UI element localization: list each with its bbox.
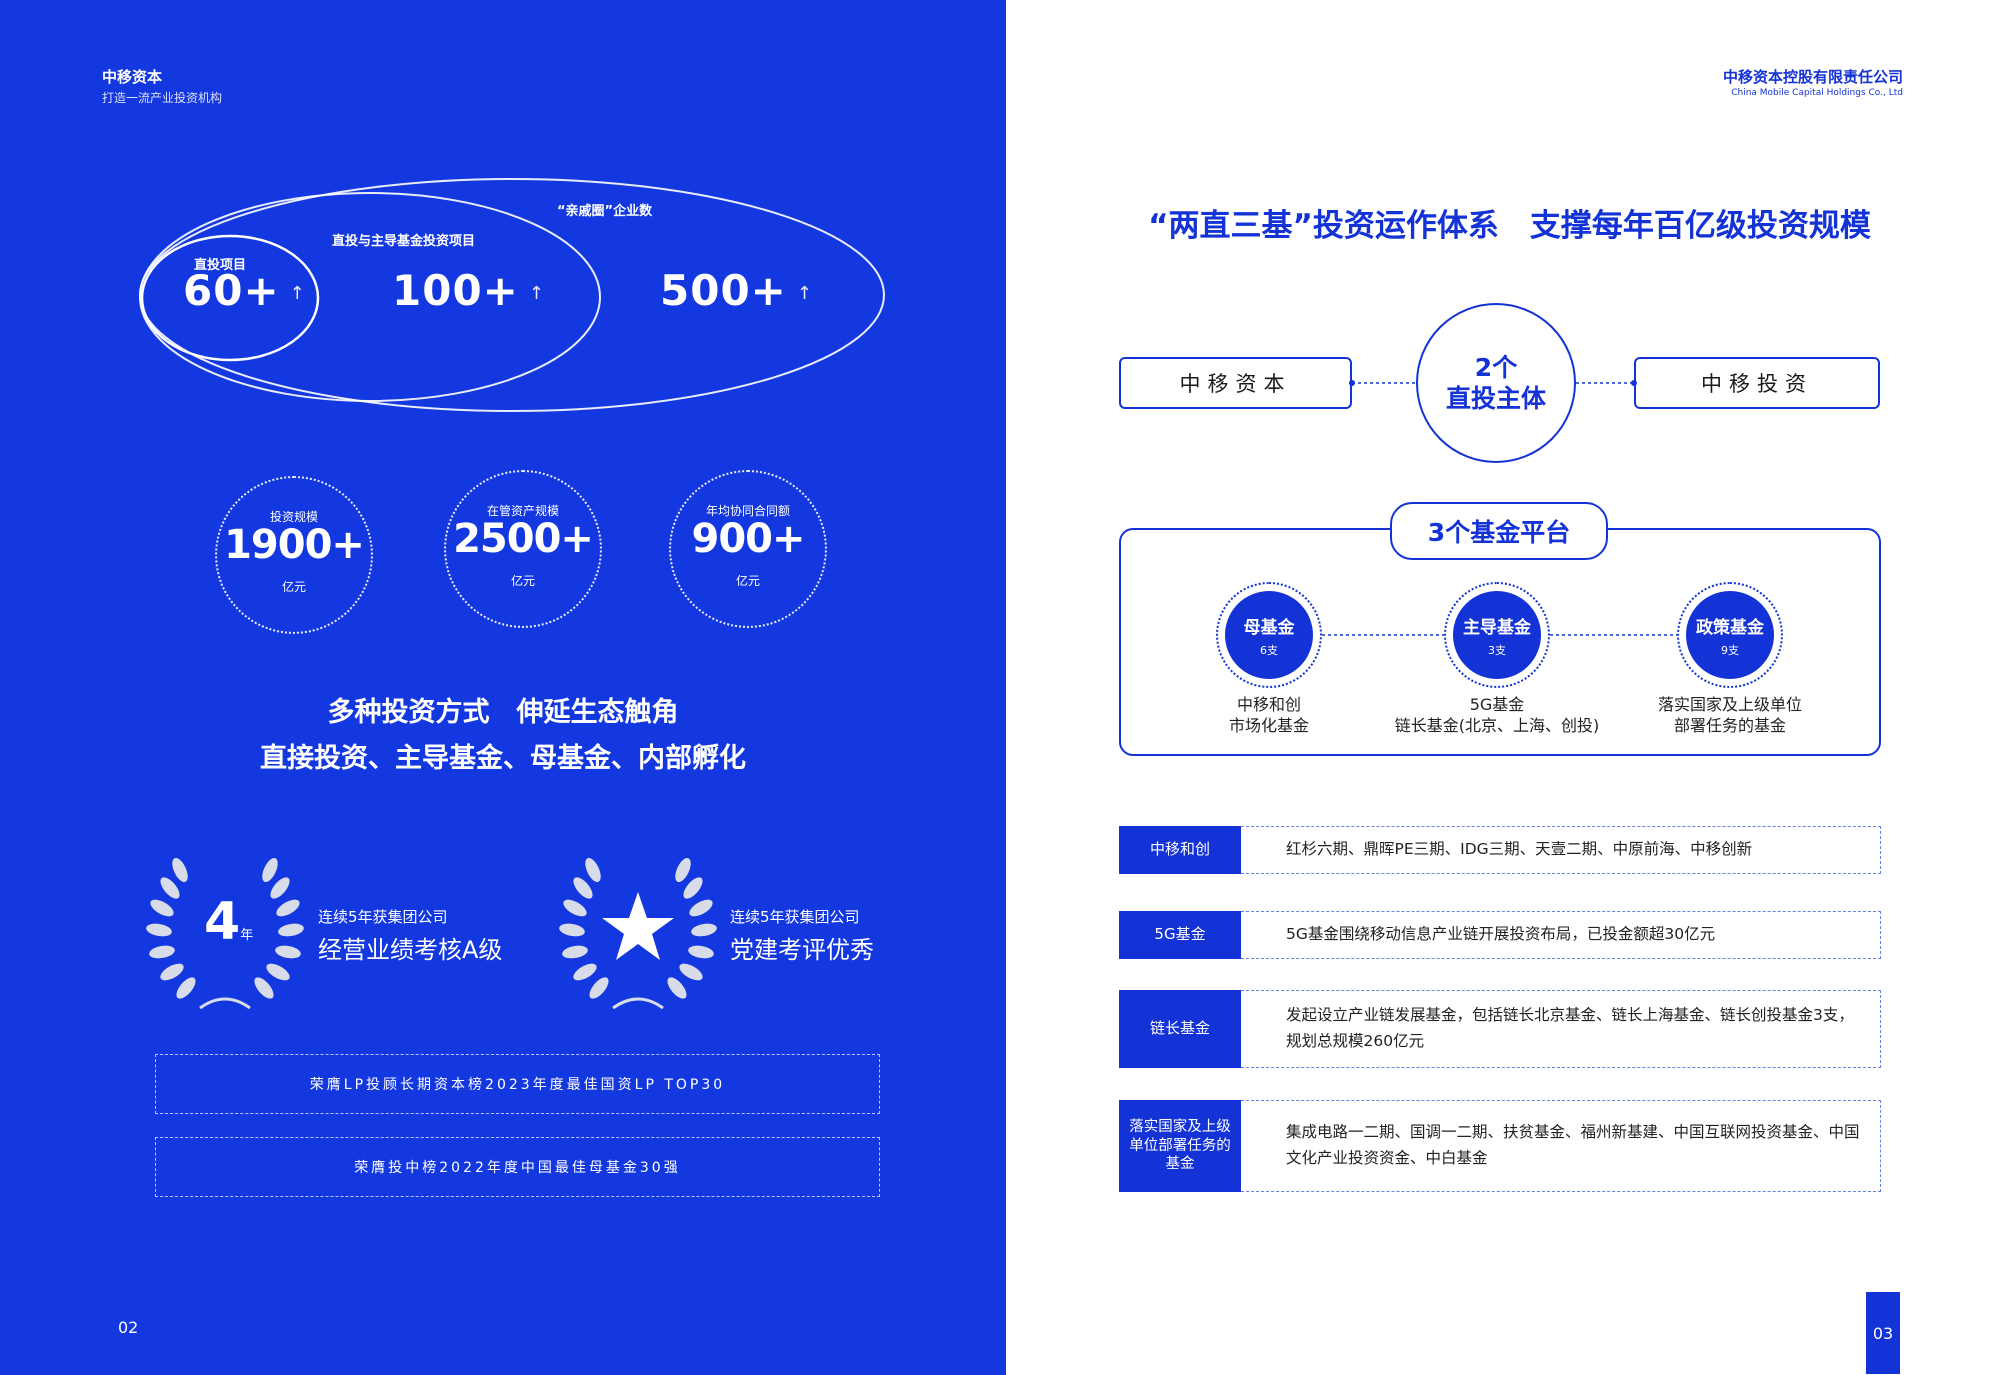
award-2-title: 党建考评优秀 <box>730 936 874 964</box>
ranking-box-2: 荣膺投中榜2022年度中国最佳母基金30强 <box>155 1137 880 1197</box>
stat-aum: 在管资产规模 2500+ 亿元 <box>444 470 602 628</box>
arrow-up-icon: ↑ <box>796 283 813 304</box>
fund-platforms-title: 3个基金平台 <box>1390 502 1608 560</box>
award-1-caption: 连续5年获集团公司 <box>318 908 448 926</box>
stat-label: 投资规模 <box>269 510 318 524</box>
row-text: 红杉六期、鼎晖PE三期、IDG三期、天壹二期、中原前海、中移创新 <box>1241 826 1881 874</box>
direct-entities-label: 直投主体 <box>1445 384 1546 413</box>
ranking-box-1: 荣膺LP投顾长期资本榜2023年度最佳国资LP TOP30 <box>155 1054 880 1114</box>
fund-count: 9支 <box>1721 643 1739 657</box>
left-page: 中移资本 打造一流产业投资机构 “亲戚圈”企业数 直投与主导基金投资项目 直投项… <box>0 0 1006 1375</box>
fund-desc-mother: 中移和创市场化基金 <box>1228 695 1309 735</box>
row-text: 集成电路一二期、国调一二期、扶贫基金、福州新基建、中国互联网投资基金、中国文化产… <box>1241 1100 1881 1192</box>
nested-ellipses-diagram <box>139 178 885 412</box>
direct-entities-count: 2个 <box>1474 352 1518 382</box>
award-1-title: 经营业绩考核A级 <box>318 936 503 964</box>
row-tag: 落实国家及上级单位部署任务的基金 <box>1119 1100 1241 1192</box>
direct-projects-value: 60+↑ <box>183 266 306 315</box>
row-tag: 5G基金 <box>1119 911 1241 959</box>
entity-pill-right: 中移投资 <box>1634 357 1880 409</box>
fund-circle-policy: 政策基金 9支 <box>1677 582 1783 688</box>
fund-projects-value: 100+↑ <box>392 266 545 315</box>
slogan-line-2: 直接投资、主导基金、母基金、内部孵化 <box>260 743 746 774</box>
stat-investment-scale: 投资规模 1900+ 亿元 <box>215 476 373 634</box>
fund-circle-mother: 母基金 6支 <box>1216 582 1322 688</box>
direct-entities-circle: 2个 直投主体 <box>1416 303 1576 463</box>
fund-name: 主导基金 <box>1463 617 1531 638</box>
stat-value: 2500+ <box>453 516 594 562</box>
outer-ellipse-label: “亲戚圈”企业数 <box>557 204 653 219</box>
row-text: 5G基金围绕移动信息产业链开展投资布局，已投金额超30亿元 <box>1241 911 1881 959</box>
right-page: 中移资本控股有限责任公司 China Mobile Capital Holdin… <box>1006 0 2013 1375</box>
fund-count: 6支 <box>1260 643 1278 657</box>
section-heading: “两直三基”投资运作体系 支撑每年百亿级投资规模 <box>1148 208 1871 244</box>
company-name-en: China Mobile Capital Holdings Co., Ltd <box>1731 88 1903 98</box>
slogan-line-1: 多种投资方式 伸延生态触角 <box>327 697 679 728</box>
stat-label: 在管资产规模 <box>486 504 559 518</box>
fund-desc-lead: 5G基金链长基金(北京、上海、创投) <box>1394 695 1600 735</box>
fund-circle-lead: 主导基金 3支 <box>1444 582 1550 688</box>
page-number-right: 03 <box>1866 1292 1900 1374</box>
row-tag: 中移和创 <box>1119 826 1241 874</box>
award-badge-number: 4年 <box>204 892 254 952</box>
laurel-wreath-icon <box>559 857 717 1010</box>
award-2-caption: 连续5年获集团公司 <box>730 908 860 926</box>
ecosystem-companies-value: 500+↑ <box>660 266 813 315</box>
star-icon <box>602 892 674 960</box>
fund-desc-policy: 落实国家及上级单位部署任务的基金 <box>1657 695 1802 735</box>
stat-label: 年均协同合同额 <box>705 504 790 518</box>
laurel-wreath-icon <box>146 857 304 1010</box>
entity-pill-left: 中移资本 <box>1119 357 1352 409</box>
middle-ellipse-label: 直投与主导基金投资项目 <box>332 234 476 249</box>
left-header-title: 中移资本 <box>102 68 163 86</box>
stat-value: 900+ <box>691 516 805 562</box>
stat-unit: 亿元 <box>735 574 760 588</box>
stat-synergy-contracts: 年均协同合同额 900+ 亿元 <box>669 470 827 628</box>
fund-name: 政策基金 <box>1696 617 1764 638</box>
arrow-up-icon: ↑ <box>528 283 545 304</box>
company-name: 中移资本控股有限责任公司 <box>1722 68 1903 86</box>
stat-value: 1900+ <box>224 522 365 568</box>
row-tag: 链长基金 <box>1119 990 1241 1068</box>
arrow-up-icon: ↑ <box>289 283 306 304</box>
fund-count: 3支 <box>1488 643 1506 657</box>
stat-unit: 亿元 <box>281 580 306 594</box>
left-header-subtitle: 打造一流产业投资机构 <box>102 91 223 105</box>
inner-ellipse-label: 直投项目 <box>194 258 247 273</box>
page-number-left: 02 <box>118 1318 139 1337</box>
stat-unit: 亿元 <box>510 574 535 588</box>
fund-name: 母基金 <box>1243 617 1295 638</box>
row-text: 发起设立产业链发展基金，包括链长北京基金、链长上海基金、链长创投基金3支，规划总… <box>1241 990 1881 1068</box>
